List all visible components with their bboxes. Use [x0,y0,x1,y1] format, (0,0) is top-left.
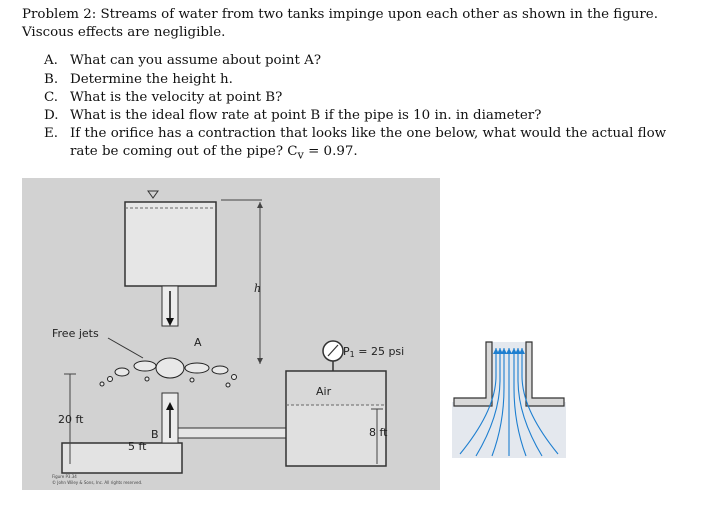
upward-flow-arrowhead [166,402,174,410]
question-text: If the orifice has a contraction that lo… [70,126,667,160]
height-label: h [254,282,261,295]
question-letter: A. [44,53,58,69]
question-letter: D. [44,108,59,124]
gauge-needle [327,344,339,357]
question-letter: E. [44,126,59,142]
question-c: C. What is the velocity at point B? [22,89,692,107]
orifice-flow-arrowheads [493,348,525,354]
orifice-streamlines [459,348,559,457]
question-text-tail: = 0.97. [303,144,358,160]
air-space [287,372,385,405]
downward-flow-arrowhead [166,318,174,326]
free-jets-label: Free jets [52,327,99,340]
point-b-label: B [151,428,159,441]
dim-5ft-label: 5 ft [128,440,147,453]
problem-text: Problem 2: Streams of water from two tan… [22,6,692,165]
question-list: A. What can you assume about point A? B. D… [22,52,692,165]
question-text: What is the ideal flow rate at point B i… [70,108,542,124]
tank-jets-svg: h Free jets A B 5 ft 20 ft Fi [52,190,404,485]
lower-left-tank [61,442,183,474]
orifice-right-wall [525,341,565,407]
question-b: B. Determine the height h. [22,71,692,89]
h-arrow-bottom [257,358,263,364]
h-arrow-top [257,202,263,208]
problem-subtitle: Viscous effects are negligible. [22,25,226,41]
connecting-pipe [177,427,289,439]
upper-tank [124,201,217,287]
cv-subscript: v [297,149,304,163]
question-text: What is the velocity at point B? [70,89,283,105]
orifice-contraction-diagram [452,336,566,458]
free-surface-marker [147,190,159,199]
question-e: E. If the orifice has a contraction that … [22,125,692,165]
question-d: D. What is the ideal flow rate at point B… [22,107,692,125]
dim-20ft-label: 20 ft [58,413,84,426]
orifice-left-wall [453,341,493,407]
free-jets-leader [107,337,144,359]
figure-caption-1: Figure P3.34 [52,474,77,479]
question-text: What can you assume about point A? [70,53,322,69]
question-letter: B. [44,71,59,87]
problem-title: Problem 2: Streams of water from two tan… [22,7,658,22]
question-letter: C. [44,89,59,105]
orifice-svg [452,341,566,458]
jet-splash [99,357,237,388]
question-a: A. What can you assume about point A? [22,52,692,70]
question-text: Determine the height h. [70,71,233,87]
figure-caption-2: © John Wiley & Sons, Inc. All rights res… [52,480,142,485]
tank-jets-figure: h Free jets A B 5 ft 20 ft Fi [22,178,440,490]
air-label: Air [316,385,332,398]
dim-8ft-label: 8 ft [369,426,388,439]
pressure-label: P1 = 25 psi [343,345,404,359]
point-a-label: A [194,336,202,349]
